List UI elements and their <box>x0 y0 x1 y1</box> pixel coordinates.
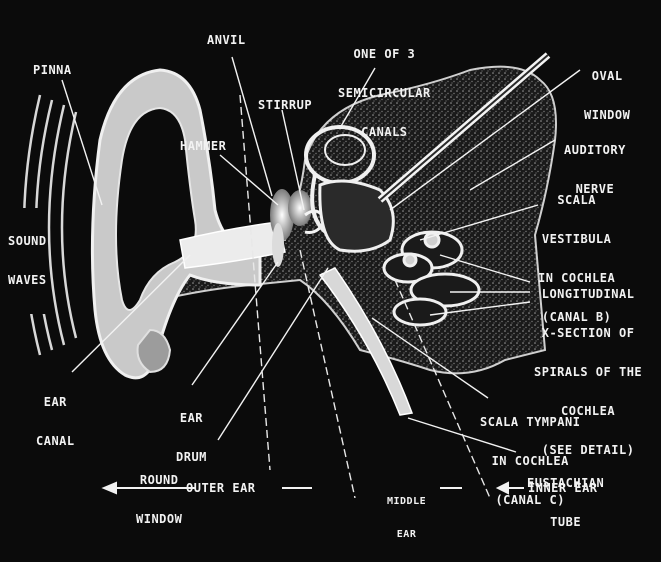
label-sound-waves: SOUND WAVES <box>8 208 47 314</box>
label-inner-ear: INNER EAR <box>528 482 598 495</box>
label-stirrup: STIRRUP <box>258 99 312 112</box>
vestibule <box>320 181 394 251</box>
label-ear-canal: EAR CANAL <box>36 370 75 474</box>
label-semicircular-canals: ONE OF 3 SEMICIRCULAR CANALS <box>338 22 431 165</box>
ear-anatomy-diagram: PINNA ANVIL ONE OF 3 SEMICIRCULAR CANALS… <box>0 0 661 498</box>
label-outer-ear: OUTER EAR <box>186 482 256 495</box>
label-round-window: ROUND WINDOW <box>136 448 182 552</box>
ear-drum-membrane <box>272 223 284 267</box>
label-hammer: HAMMER <box>180 140 226 153</box>
label-anvil: ANVIL <box>207 34 246 47</box>
label-middle-ear: MIDDLE EAR <box>387 474 426 562</box>
anvil-bone <box>288 190 312 226</box>
label-pinna: PINNA <box>33 64 72 77</box>
label-eustachian-tube: EUSTACHIAN TUBE <box>527 451 604 555</box>
